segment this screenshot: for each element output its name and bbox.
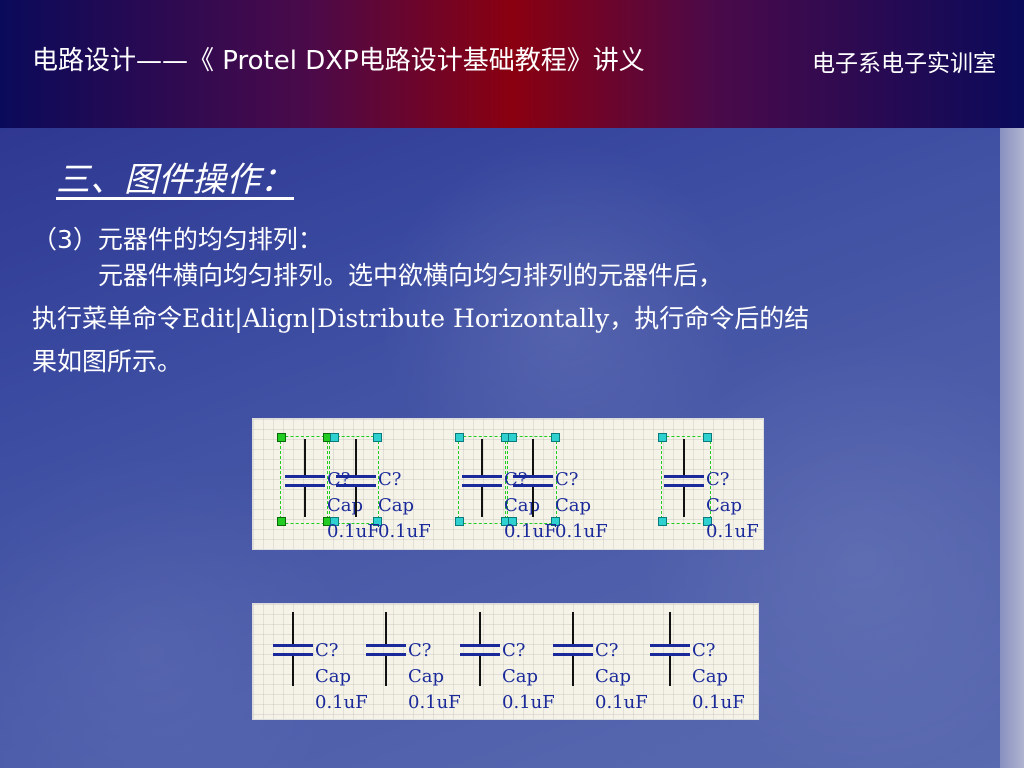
component-value: 0.1uF <box>408 692 461 713</box>
component-comment: Cap <box>555 495 592 516</box>
paragraph-line-2: 执行菜单命令Edit|Align|Distribute Horizontally… <box>32 304 810 333</box>
selection-handle[interactable] <box>330 433 339 442</box>
selection-box <box>661 436 711 524</box>
selection-handle[interactable] <box>551 517 560 526</box>
component-comment: Cap <box>502 666 539 687</box>
component-comment: Cap <box>378 495 415 516</box>
right-decor-rail <box>1000 128 1024 768</box>
selection-handle[interactable] <box>373 433 382 442</box>
figure-after-distribute: C? Cap 0.1uF C? Cap 0.1uF C? Cap 0.1uF C? Cap 0.… <box>252 603 759 720</box>
selection-box <box>458 436 508 524</box>
selection-handle[interactable] <box>551 433 560 442</box>
component-comment: Cap <box>327 495 364 516</box>
selection-box <box>505 436 557 524</box>
component-value: 0.1uF <box>692 692 745 713</box>
component-value: 0.1uF <box>315 692 368 713</box>
component-value: 0.1uF <box>555 521 608 542</box>
selection-handle[interactable] <box>508 433 517 442</box>
selection-handle[interactable] <box>658 433 667 442</box>
component-designator: C? <box>692 640 716 661</box>
component-comment: Cap <box>408 666 445 687</box>
body-paragraph: 元器件横向均匀排列。选中欲横向均匀排列的元器件后， 执行菜单命令Edit|Ali… <box>32 254 982 383</box>
selection-handle[interactable] <box>508 517 517 526</box>
component-designator: C? <box>555 469 579 490</box>
component-designator: C? <box>408 640 432 661</box>
selection-handle[interactable] <box>330 517 339 526</box>
component-designator: C? <box>378 469 402 490</box>
header-department: 电子系电子实训室 <box>812 51 996 77</box>
selection-handle[interactable] <box>658 517 667 526</box>
selection-handle[interactable] <box>455 433 464 442</box>
component-designator: C? <box>315 640 339 661</box>
component-value: 0.1uF <box>502 692 555 713</box>
selection-box <box>327 436 379 524</box>
component-value: 0.1uF <box>378 521 431 542</box>
component-comment: Cap <box>315 666 352 687</box>
selection-handle[interactable] <box>455 517 464 526</box>
selection-box <box>280 436 330 524</box>
selection-handle[interactable] <box>703 433 712 442</box>
paragraph-line-1-text: 元器件横向均匀排列。选中欲横向均匀排列的元器件后， <box>98 261 724 290</box>
selection-handle[interactable] <box>277 517 286 526</box>
paragraph-line-3: 果如图所示。 <box>32 347 183 376</box>
component-designator: C? <box>595 640 619 661</box>
section-heading: 三、图件操作： <box>56 160 294 200</box>
selection-handle[interactable] <box>277 433 286 442</box>
header-title: 电路设计——《 Protel DXP电路设计基础教程》讲义 <box>32 46 645 76</box>
slide-header: 电路设计——《 Protel DXP电路设计基础教程》讲义 电子系电子实训室 <box>0 0 1024 128</box>
component-value: 0.1uF <box>706 521 759 542</box>
component-comment: Cap <box>595 666 632 687</box>
subsection-heading: （3）元器件的均匀排列： <box>32 225 323 254</box>
paragraph-line-1: 元器件横向均匀排列。选中欲横向均匀排列的元器件后， <box>32 254 982 297</box>
selection-handle[interactable] <box>703 517 712 526</box>
component-comment: Cap <box>692 666 729 687</box>
component-comment: Cap <box>706 495 743 516</box>
component-designator: C? <box>706 469 730 490</box>
component-comment: Cap <box>504 495 541 516</box>
component-value: 0.1uF <box>504 521 557 542</box>
selection-handle[interactable] <box>373 517 382 526</box>
component-value: 0.1uF <box>327 521 380 542</box>
component-designator: C? <box>502 640 526 661</box>
component-value: 0.1uF <box>595 692 648 713</box>
